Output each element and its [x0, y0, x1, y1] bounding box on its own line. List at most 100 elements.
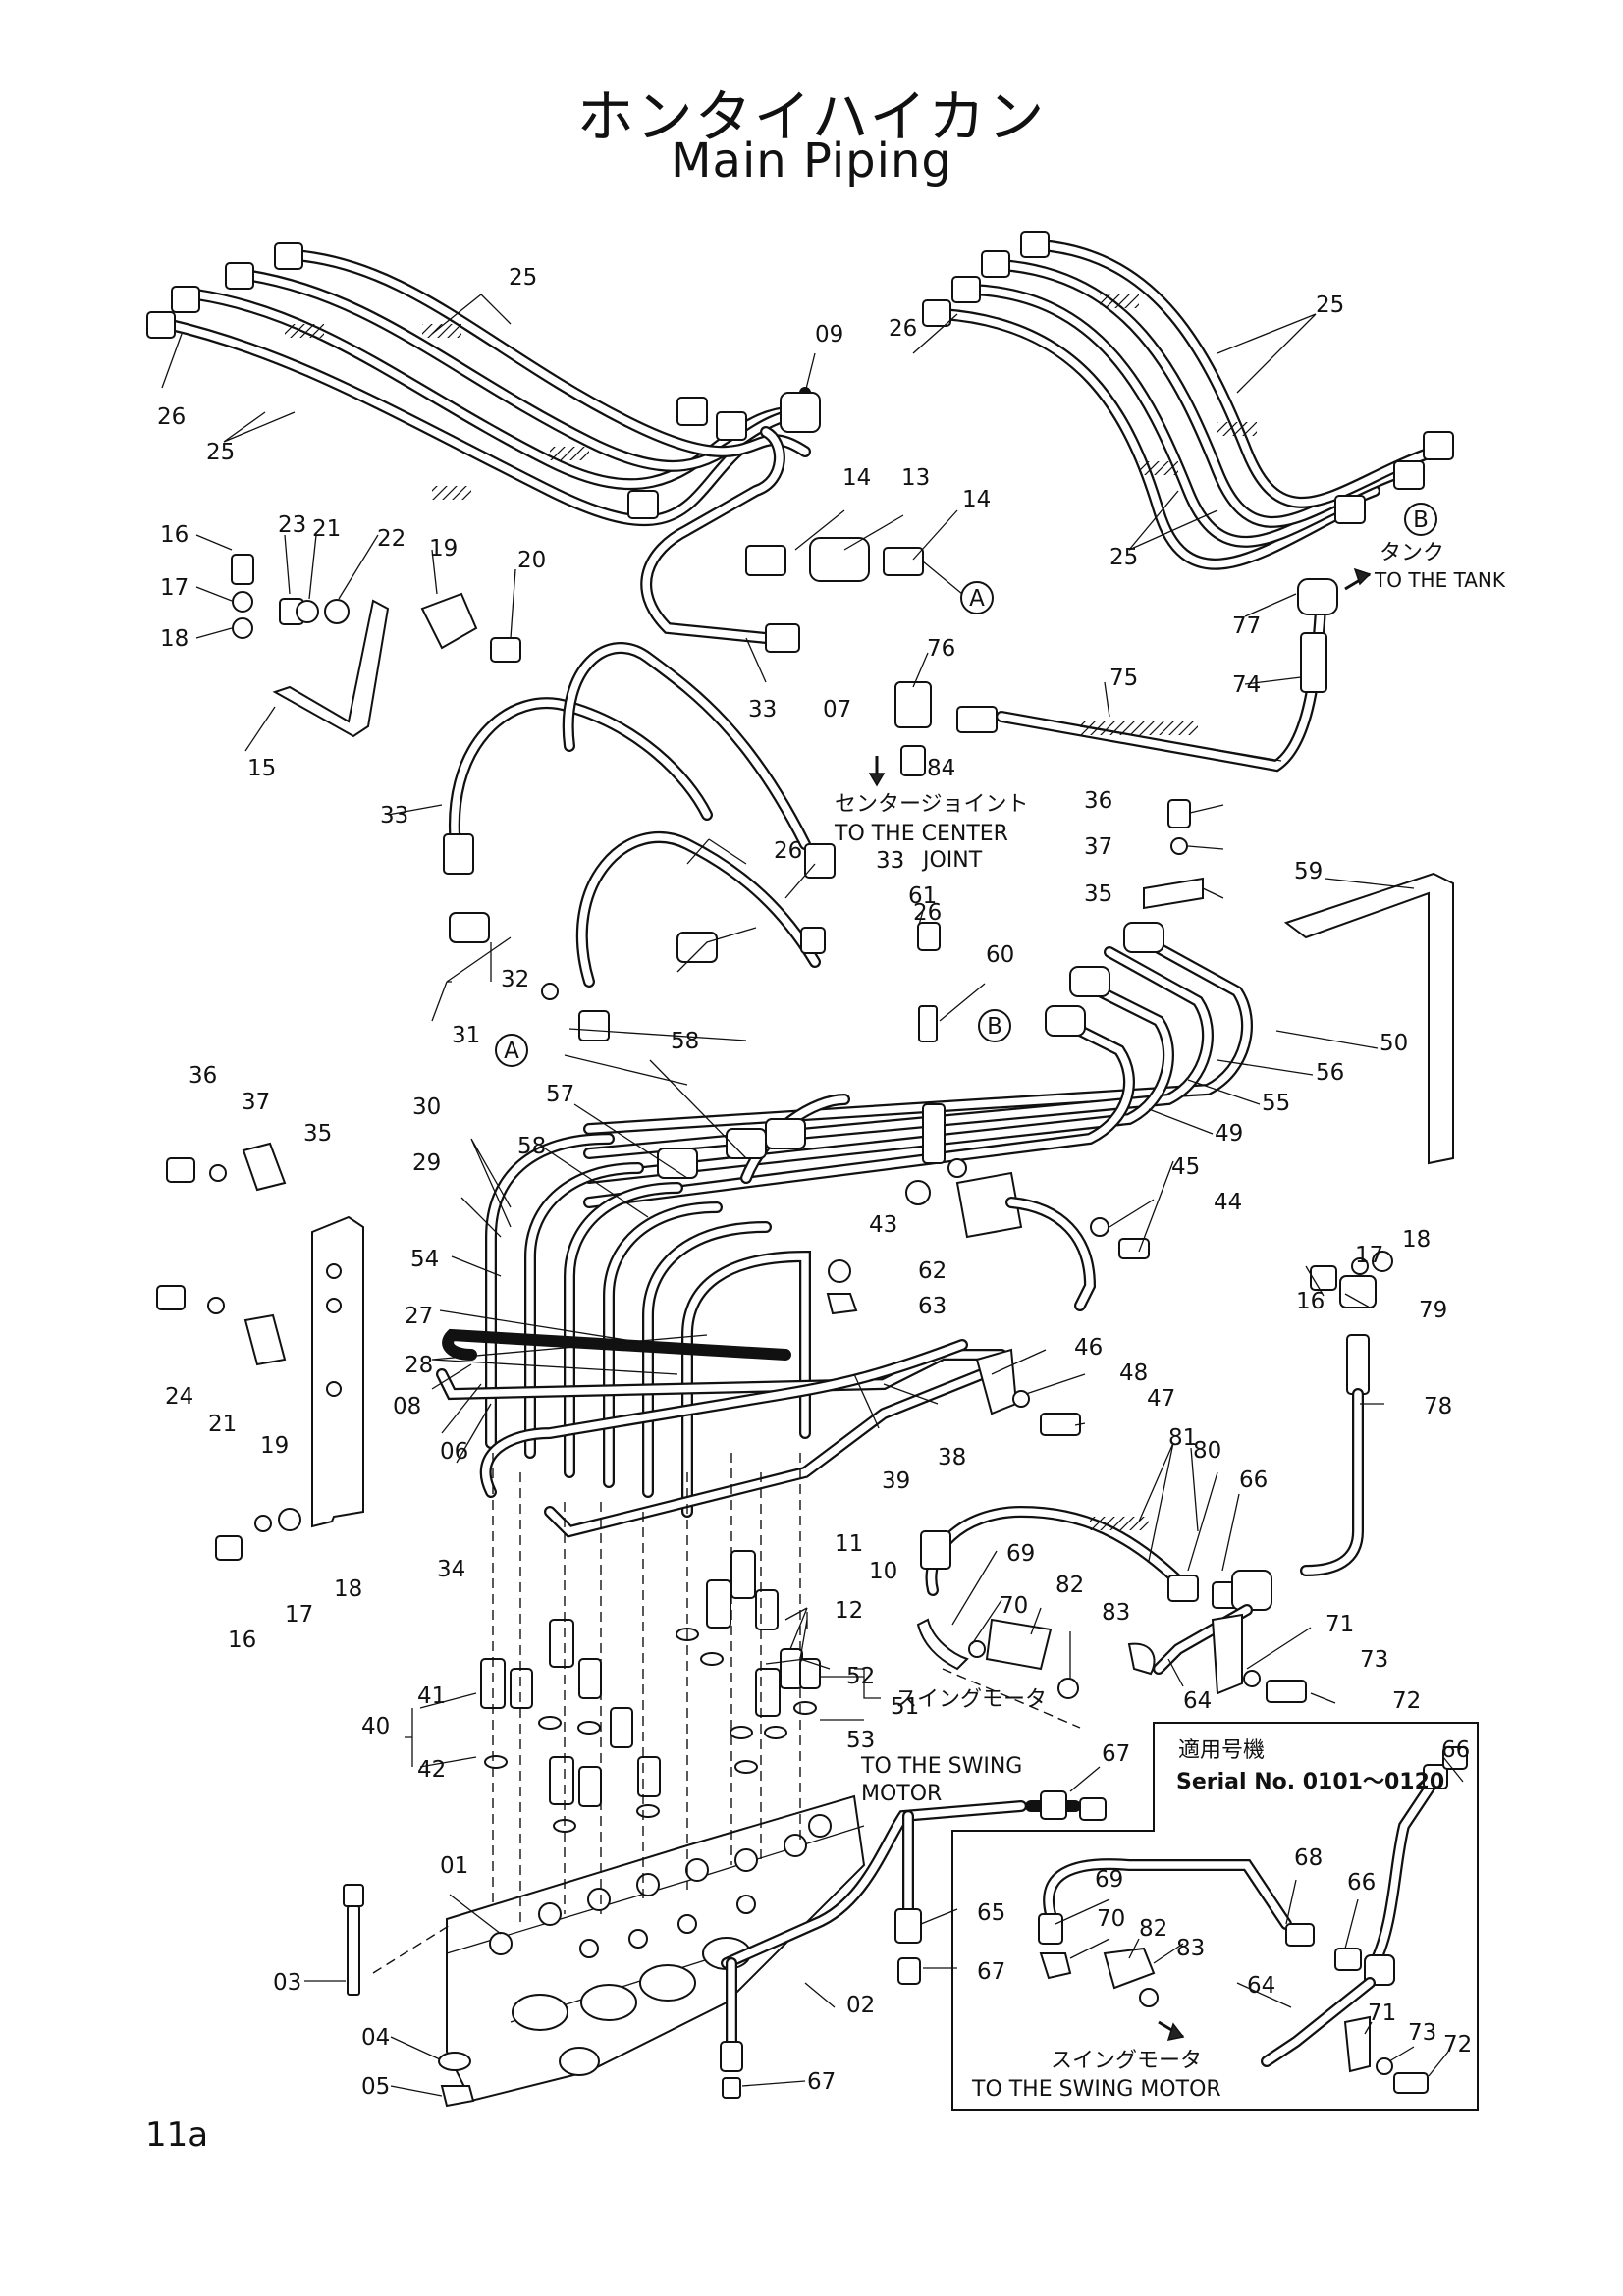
- callout-20: 20: [517, 548, 546, 573]
- callout-66: 66: [1441, 1737, 1470, 1763]
- callout-68: 68: [1294, 1845, 1323, 1871]
- title-japanese: ホンタイハイカン: [576, 83, 1047, 150]
- callout-31: 31: [452, 1023, 480, 1048]
- callout-07: 07: [823, 697, 851, 722]
- connector-a-lower: A: [504, 1039, 519, 1064]
- connector-b-lower: B: [987, 1014, 1002, 1040]
- callout-05: 05: [361, 2074, 390, 2100]
- callout-17: 17: [160, 575, 189, 601]
- callout-36: 36: [1084, 788, 1112, 814]
- callout-79: 79: [1419, 1298, 1447, 1323]
- callout-26: 26: [913, 900, 942, 926]
- hose-bundle-left: [161, 249, 821, 526]
- callout-69: 69: [1006, 1541, 1035, 1567]
- callout-26: 26: [157, 404, 186, 430]
- callout-26: 26: [774, 838, 802, 864]
- bracket-15: [231, 554, 521, 738]
- callout-12: 12: [835, 1598, 863, 1624]
- callout-72: 72: [1443, 2032, 1472, 2057]
- fitting-13-14: [745, 537, 963, 595]
- callout-80: 80: [1193, 1438, 1221, 1464]
- callout-01: 01: [440, 1853, 468, 1879]
- callout-76: 76: [927, 636, 955, 662]
- callout-82: 82: [1055, 1573, 1084, 1598]
- callout-19: 19: [429, 536, 458, 561]
- callout-64: 64: [1247, 1973, 1275, 1999]
- callout-23: 23: [278, 512, 306, 538]
- inset-serial-box: [951, 1722, 1479, 2111]
- title-english: Main Piping: [671, 133, 952, 188]
- callout-21: 21: [312, 516, 341, 542]
- callout-48: 48: [1119, 1361, 1148, 1386]
- callout-33: 33: [876, 848, 904, 874]
- note-swing-en-1: TO THE SWING: [860, 1754, 1022, 1779]
- assembly-dashes: [492, 1453, 801, 1924]
- callout-64: 64: [1183, 1688, 1212, 1714]
- callout-30: 30: [412, 1095, 441, 1120]
- connector-b-upper: B: [1413, 507, 1429, 533]
- callout-25: 25: [1316, 293, 1344, 318]
- note-tank-en: TO THE TANK: [1374, 568, 1506, 592]
- annotation-notes: センタージョイント TO THE CENTER JOINT タンク TO THE…: [834, 541, 1506, 2102]
- callout-63: 63: [918, 1294, 947, 1319]
- callout-18: 18: [160, 626, 189, 652]
- callout-16: 16: [1296, 1289, 1325, 1314]
- callout-49: 49: [1215, 1121, 1243, 1147]
- callout-47: 47: [1147, 1386, 1175, 1412]
- callout-83: 83: [1176, 1936, 1205, 1961]
- callout-22: 22: [377, 526, 406, 552]
- callout-17: 17: [285, 1602, 313, 1628]
- callout-52: 52: [846, 1664, 875, 1689]
- parts-16-18-right: [1310, 1251, 1393, 1291]
- callout-28: 28: [405, 1353, 433, 1378]
- callout-41: 41: [417, 1683, 446, 1709]
- bracket-59: [1143, 799, 1454, 1165]
- control-valve-block: [446, 1794, 866, 2103]
- callout-70: 70: [1000, 1593, 1028, 1619]
- callout-36: 36: [189, 1063, 217, 1089]
- callout-32: 32: [501, 967, 529, 992]
- callout-73: 73: [1408, 2020, 1436, 2046]
- callout-75: 75: [1109, 666, 1138, 691]
- pipe-78-79: [1300, 1275, 1377, 1576]
- callout-40: 40: [361, 1714, 390, 1739]
- callout-82: 82: [1139, 1916, 1167, 1942]
- callout-69: 69: [1095, 1867, 1123, 1893]
- callout-78: 78: [1424, 1394, 1452, 1419]
- callout-45: 45: [1171, 1154, 1200, 1180]
- callout-58: 58: [671, 1029, 699, 1054]
- callout-16: 16: [160, 522, 189, 548]
- callout-06: 06: [440, 1439, 468, 1465]
- callout-73: 73: [1360, 1647, 1388, 1673]
- inset-swing-jp: スイングモータ: [1051, 2049, 1202, 2073]
- callout-10: 10: [869, 1559, 897, 1584]
- pipe-65: [720, 1800, 1027, 2099]
- inset-serial: Serial No. 0101～0120: [1176, 1770, 1444, 1794]
- hose-bundle-right: [922, 231, 1454, 570]
- callout-56: 56: [1316, 1060, 1344, 1086]
- callout-19: 19: [260, 1433, 289, 1459]
- callout-21: 21: [208, 1412, 237, 1437]
- check-valves: [480, 1550, 821, 1833]
- callout-16: 16: [228, 1628, 256, 1653]
- callout-66: 66: [1347, 1870, 1376, 1896]
- callout-37: 37: [242, 1090, 270, 1115]
- connector-marks: A B A B: [495, 503, 1437, 1067]
- callout-81: 81: [1168, 1425, 1197, 1451]
- note-center-joint-en-1: TO THE CENTER: [834, 822, 1008, 846]
- o-rings: [484, 1628, 817, 1833]
- callout-67: 67: [1102, 1741, 1130, 1767]
- hoses-33: [443, 642, 836, 1041]
- callout-24: 24: [165, 1384, 193, 1410]
- callout-84: 84: [927, 756, 955, 781]
- callout-58: 58: [517, 1134, 546, 1159]
- callout-70: 70: [1097, 1906, 1125, 1932]
- hose-fittings-left: [146, 242, 821, 653]
- callout-51: 51: [891, 1694, 919, 1720]
- callout-02: 02: [846, 1993, 875, 2018]
- callout-53: 53: [846, 1728, 875, 1753]
- callout-11: 11: [835, 1531, 863, 1557]
